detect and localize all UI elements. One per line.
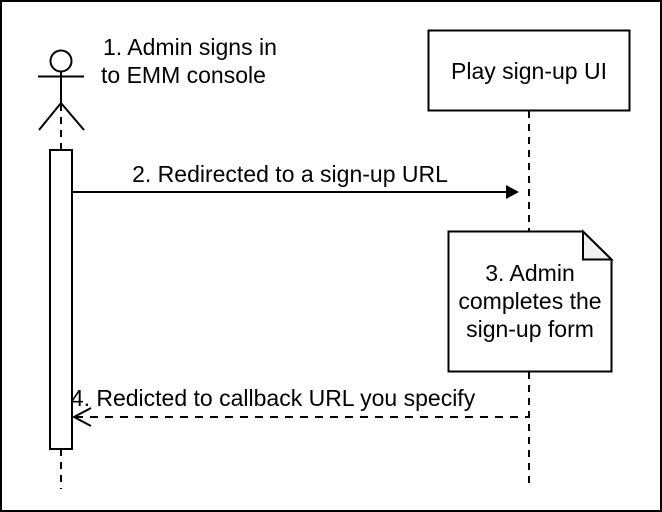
message-signup-redirect-label: 2. Redirected to a sign-up URL <box>132 161 448 187</box>
note-label-line3: sign-up form <box>466 316 594 342</box>
message-callback-redirect-arrowhead-icon <box>71 407 92 427</box>
note-label-line2: completes the <box>458 288 601 314</box>
message-signup-redirect-arrowhead-icon <box>506 185 519 199</box>
participant-label: Play sign-up UI <box>451 58 607 84</box>
actor-icon <box>38 49 85 131</box>
participant-box <box>427 29 631 112</box>
actor-left-leg <box>38 102 62 131</box>
message-callback-redirect-label: 4. Redicted to callback URL you specify <box>71 385 476 411</box>
actor-activation-bar <box>49 149 73 450</box>
actor-right-leg <box>60 102 85 131</box>
note-label-line1: 3. Admin <box>485 260 575 286</box>
note-box <box>447 230 613 373</box>
actor-label-line2: to EMM console <box>101 62 266 88</box>
actor-label-line1: 1. Admin signs in <box>103 34 277 60</box>
note-fold-icon <box>582 229 614 261</box>
